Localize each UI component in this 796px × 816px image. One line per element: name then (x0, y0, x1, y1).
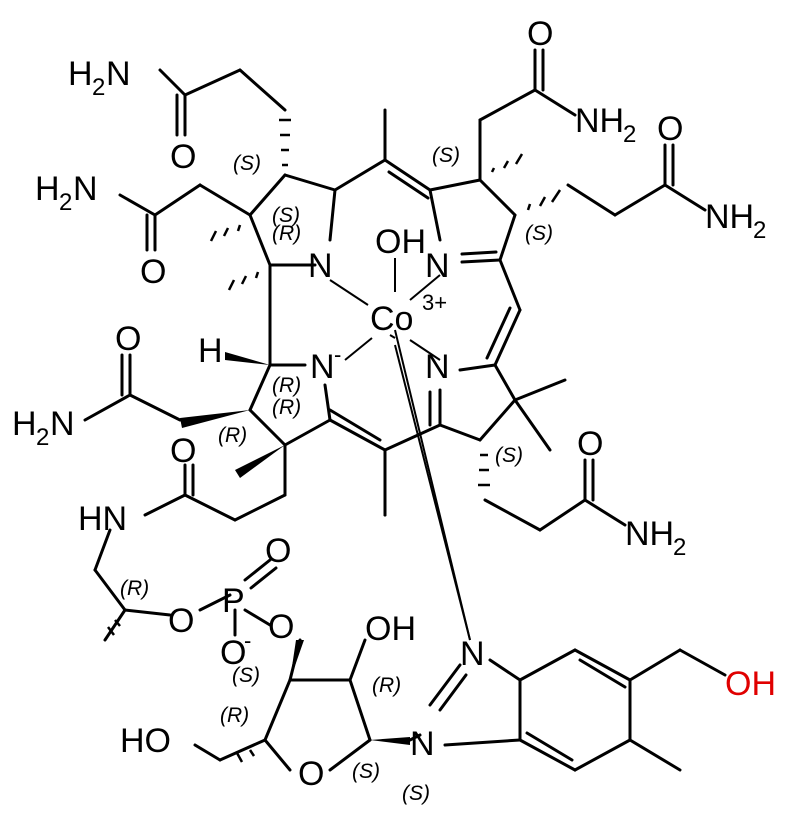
ribose-ring-oxygen: O (298, 755, 324, 793)
corrin-bonds (248, 108, 522, 517)
svg-text:N: N (106, 55, 131, 93)
stereo-label: (R) (272, 222, 301, 245)
oxygen-top-left: O (170, 138, 196, 176)
stereo-label: (S) (495, 444, 523, 467)
nitrogen-ring-b: N (425, 247, 450, 285)
hydrogen-atom: H (198, 332, 223, 370)
stereo-label: (R) (372, 674, 401, 697)
oxygen-bottom-right: O (577, 425, 603, 463)
cobalt-atom: Co (370, 300, 413, 338)
coordination-bonds (329, 258, 471, 641)
stereo-label: (R) (272, 396, 301, 419)
svg-text:H: H (12, 405, 37, 443)
svg-text:NH: NH (575, 102, 624, 140)
stereo-descriptors: (S) (S) (R) (S) (S) (R) (R) (R) (S) (R) … (120, 144, 553, 805)
stereo-label: (R) (120, 577, 149, 600)
nitrogen-anion-charge: - (334, 342, 341, 367)
amine-top-left: H 2 N (68, 55, 131, 101)
svg-text:2: 2 (623, 121, 636, 148)
benzimidazole-n1: N (410, 725, 435, 763)
phosphorus-atom: P (222, 582, 245, 620)
amine-bottom-right: NH 2 (625, 515, 686, 561)
atom-labels: Co 3+ OH N N N - N H H 2 N O H 2 N O O N… (12, 15, 776, 793)
nitrogen-ring-a: N (308, 247, 333, 285)
svg-text:2: 2 (673, 534, 686, 561)
highlighted-hydroxyl: OH (725, 665, 776, 703)
nitrogen-ring-d: N (310, 348, 335, 386)
svg-text:N: N (73, 170, 98, 208)
amine-top-right: NH 2 (575, 102, 636, 148)
phosphate-anion-charge: - (244, 628, 251, 653)
oxygen-left: O (140, 253, 166, 291)
stereo-label: (S) (233, 152, 261, 175)
stereo-label: (R) (272, 374, 301, 397)
stereo-label: (S) (352, 760, 380, 783)
svg-text:NH: NH (705, 198, 754, 236)
stereo-label: (R) (218, 424, 247, 447)
svg-text:H: H (35, 170, 60, 208)
svg-text:2: 2 (59, 189, 72, 216)
svg-text:2: 2 (36, 424, 49, 451)
amine-lower-left: H 2 N (12, 405, 75, 451)
stereo-label: (S) (432, 144, 460, 167)
amine-left: H 2 N (35, 170, 98, 216)
wedge-bonds (180, 352, 410, 745)
nitrogen-ring-c: N (425, 348, 450, 386)
oxygen-amide: O (170, 432, 196, 470)
oxygen-top-right: O (527, 15, 553, 53)
oxygen-phosphate-ester: O (168, 602, 194, 640)
oxygen-lower-left: O (115, 320, 141, 358)
oxygen-phosphate-ribose: O (268, 608, 294, 646)
oxygen-right: O (657, 110, 683, 148)
stereo-label: (S) (232, 664, 260, 687)
svg-text:2: 2 (753, 217, 766, 244)
benzimidazole-n3: N (460, 635, 485, 673)
axial-hydroxyl: OH (375, 223, 426, 261)
svg-text:NH: NH (625, 515, 674, 553)
stereo-label: (S) (525, 222, 553, 245)
oxygen-phosphoryl: O (265, 532, 291, 570)
ribose-ho: HO (120, 722, 171, 760)
svg-text:2: 2 (92, 74, 105, 101)
ribose-hydroxyl: OH (365, 610, 416, 648)
stereo-label: (R) (220, 704, 249, 727)
svg-text:N: N (50, 405, 75, 443)
amine-right: NH 2 (705, 198, 766, 244)
oxygen-phosphate-anion: O (220, 634, 246, 672)
side-chain-bonds (83, 48, 727, 772)
stereo-label: (S) (402, 782, 430, 805)
svg-text:H: H (68, 55, 93, 93)
hashed-bonds (107, 118, 562, 763)
cobalt-charge: 3+ (422, 290, 447, 315)
amide-nh: HN (78, 500, 127, 538)
stereo-label: (S) (272, 204, 300, 227)
